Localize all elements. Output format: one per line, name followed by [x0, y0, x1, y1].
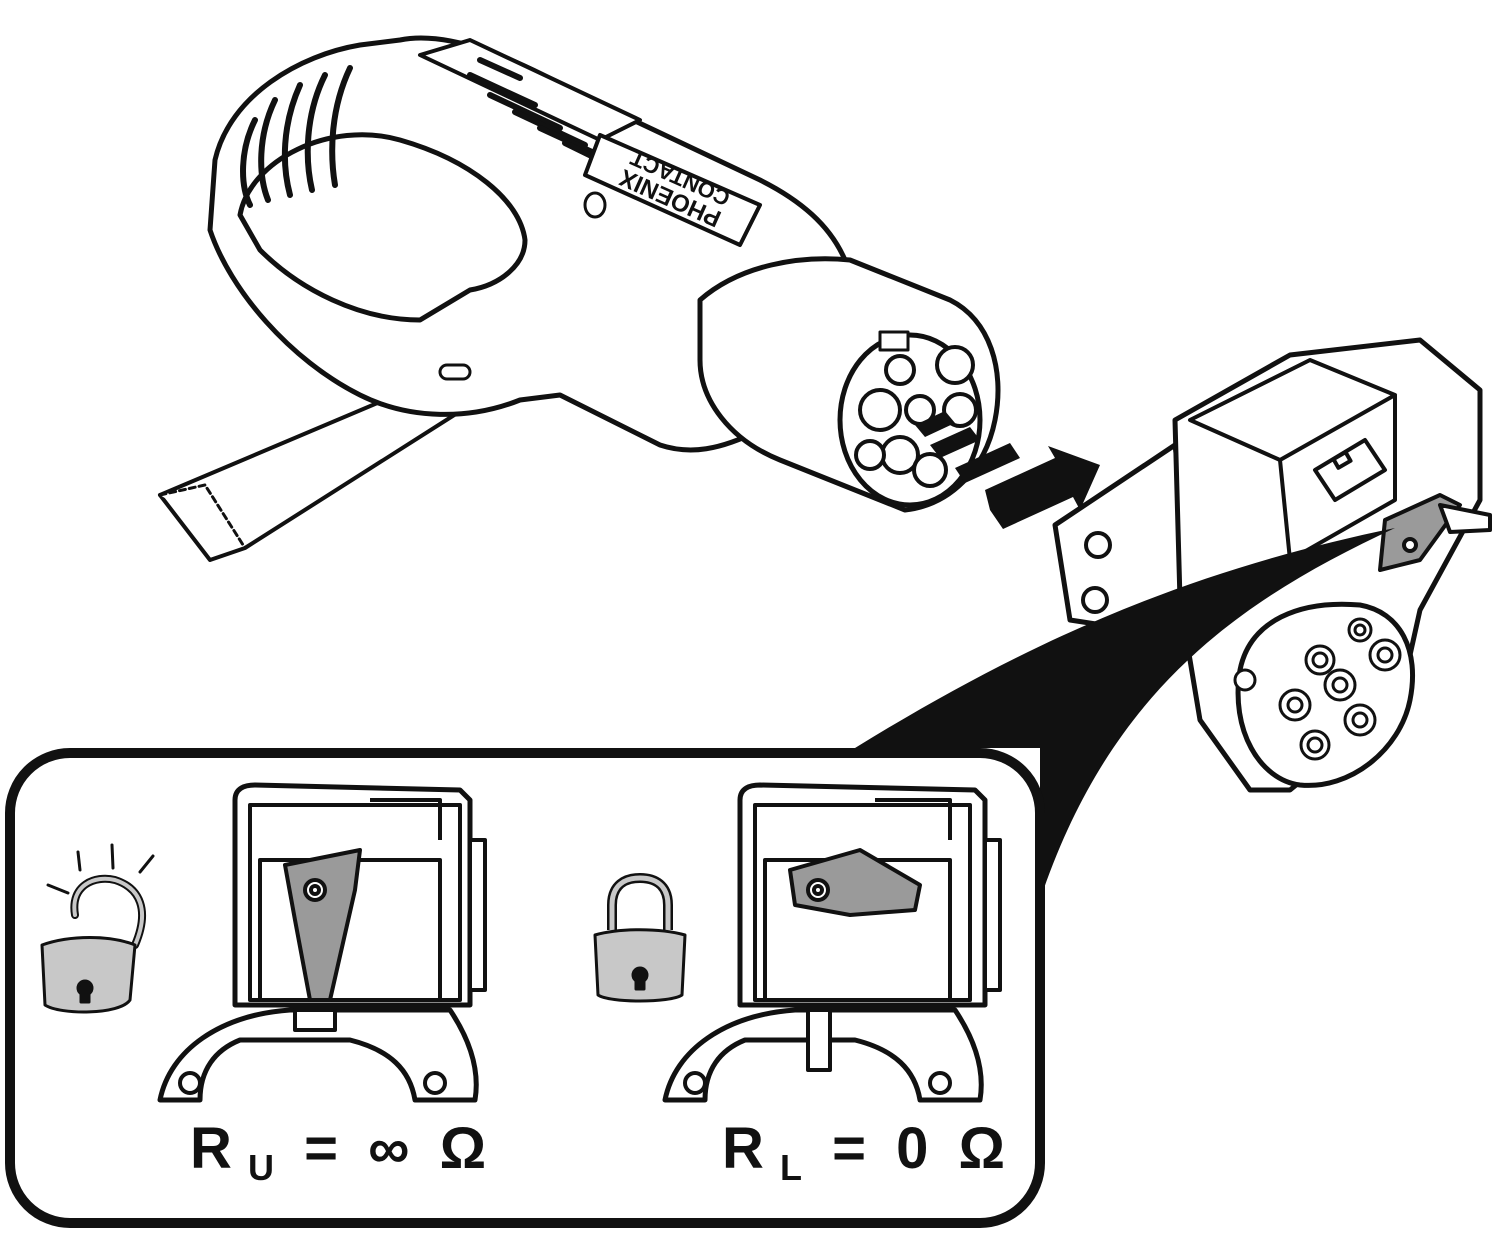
- resistance-unit: Ω: [959, 1116, 1006, 1181]
- resistance-unit: Ω: [440, 1116, 487, 1181]
- resistance-subscript: U: [248, 1147, 274, 1188]
- handle-ribs: [240, 65, 353, 208]
- equals-sign: =: [832, 1116, 866, 1181]
- charging-plug: [158, 35, 1001, 562]
- logo-plate: [583, 133, 762, 247]
- resistance-value: ∞: [368, 1116, 409, 1181]
- cable: [158, 383, 472, 562]
- resistance-symbol: R: [190, 1116, 232, 1181]
- formula-locked: R L = 0 Ω: [722, 1116, 1005, 1193]
- lock-actuator-locked: [662, 782, 1002, 1103]
- formula-unlocked: R U = ∞ Ω: [190, 1116, 486, 1193]
- unlocked-state: R U = ∞ Ω: [40, 782, 487, 1193]
- callout-pointer: [855, 528, 1395, 900]
- lock-actuator-unlocked: [157, 782, 487, 1103]
- resistance-subscript: L: [780, 1147, 802, 1188]
- insertion-arrow-icon: [915, 411, 1100, 529]
- padlock-open-icon: [40, 843, 155, 1014]
- locked-state: R L = 0 Ω: [593, 782, 1005, 1193]
- top-grip-panel: [418, 38, 642, 142]
- equals-sign: =: [304, 1116, 338, 1181]
- resistance-symbol: R: [722, 1116, 764, 1181]
- plug-pin-holes: [854, 345, 978, 488]
- padlock-closed-icon: [593, 873, 687, 1003]
- resistance-value: 0: [896, 1116, 928, 1181]
- inlet-pins: [1233, 617, 1402, 761]
- actuator-connector: [1313, 438, 1387, 502]
- locking-pin: [1378, 493, 1462, 572]
- charging-inlet: [1052, 337, 1492, 793]
- inlet-face: [1235, 601, 1416, 788]
